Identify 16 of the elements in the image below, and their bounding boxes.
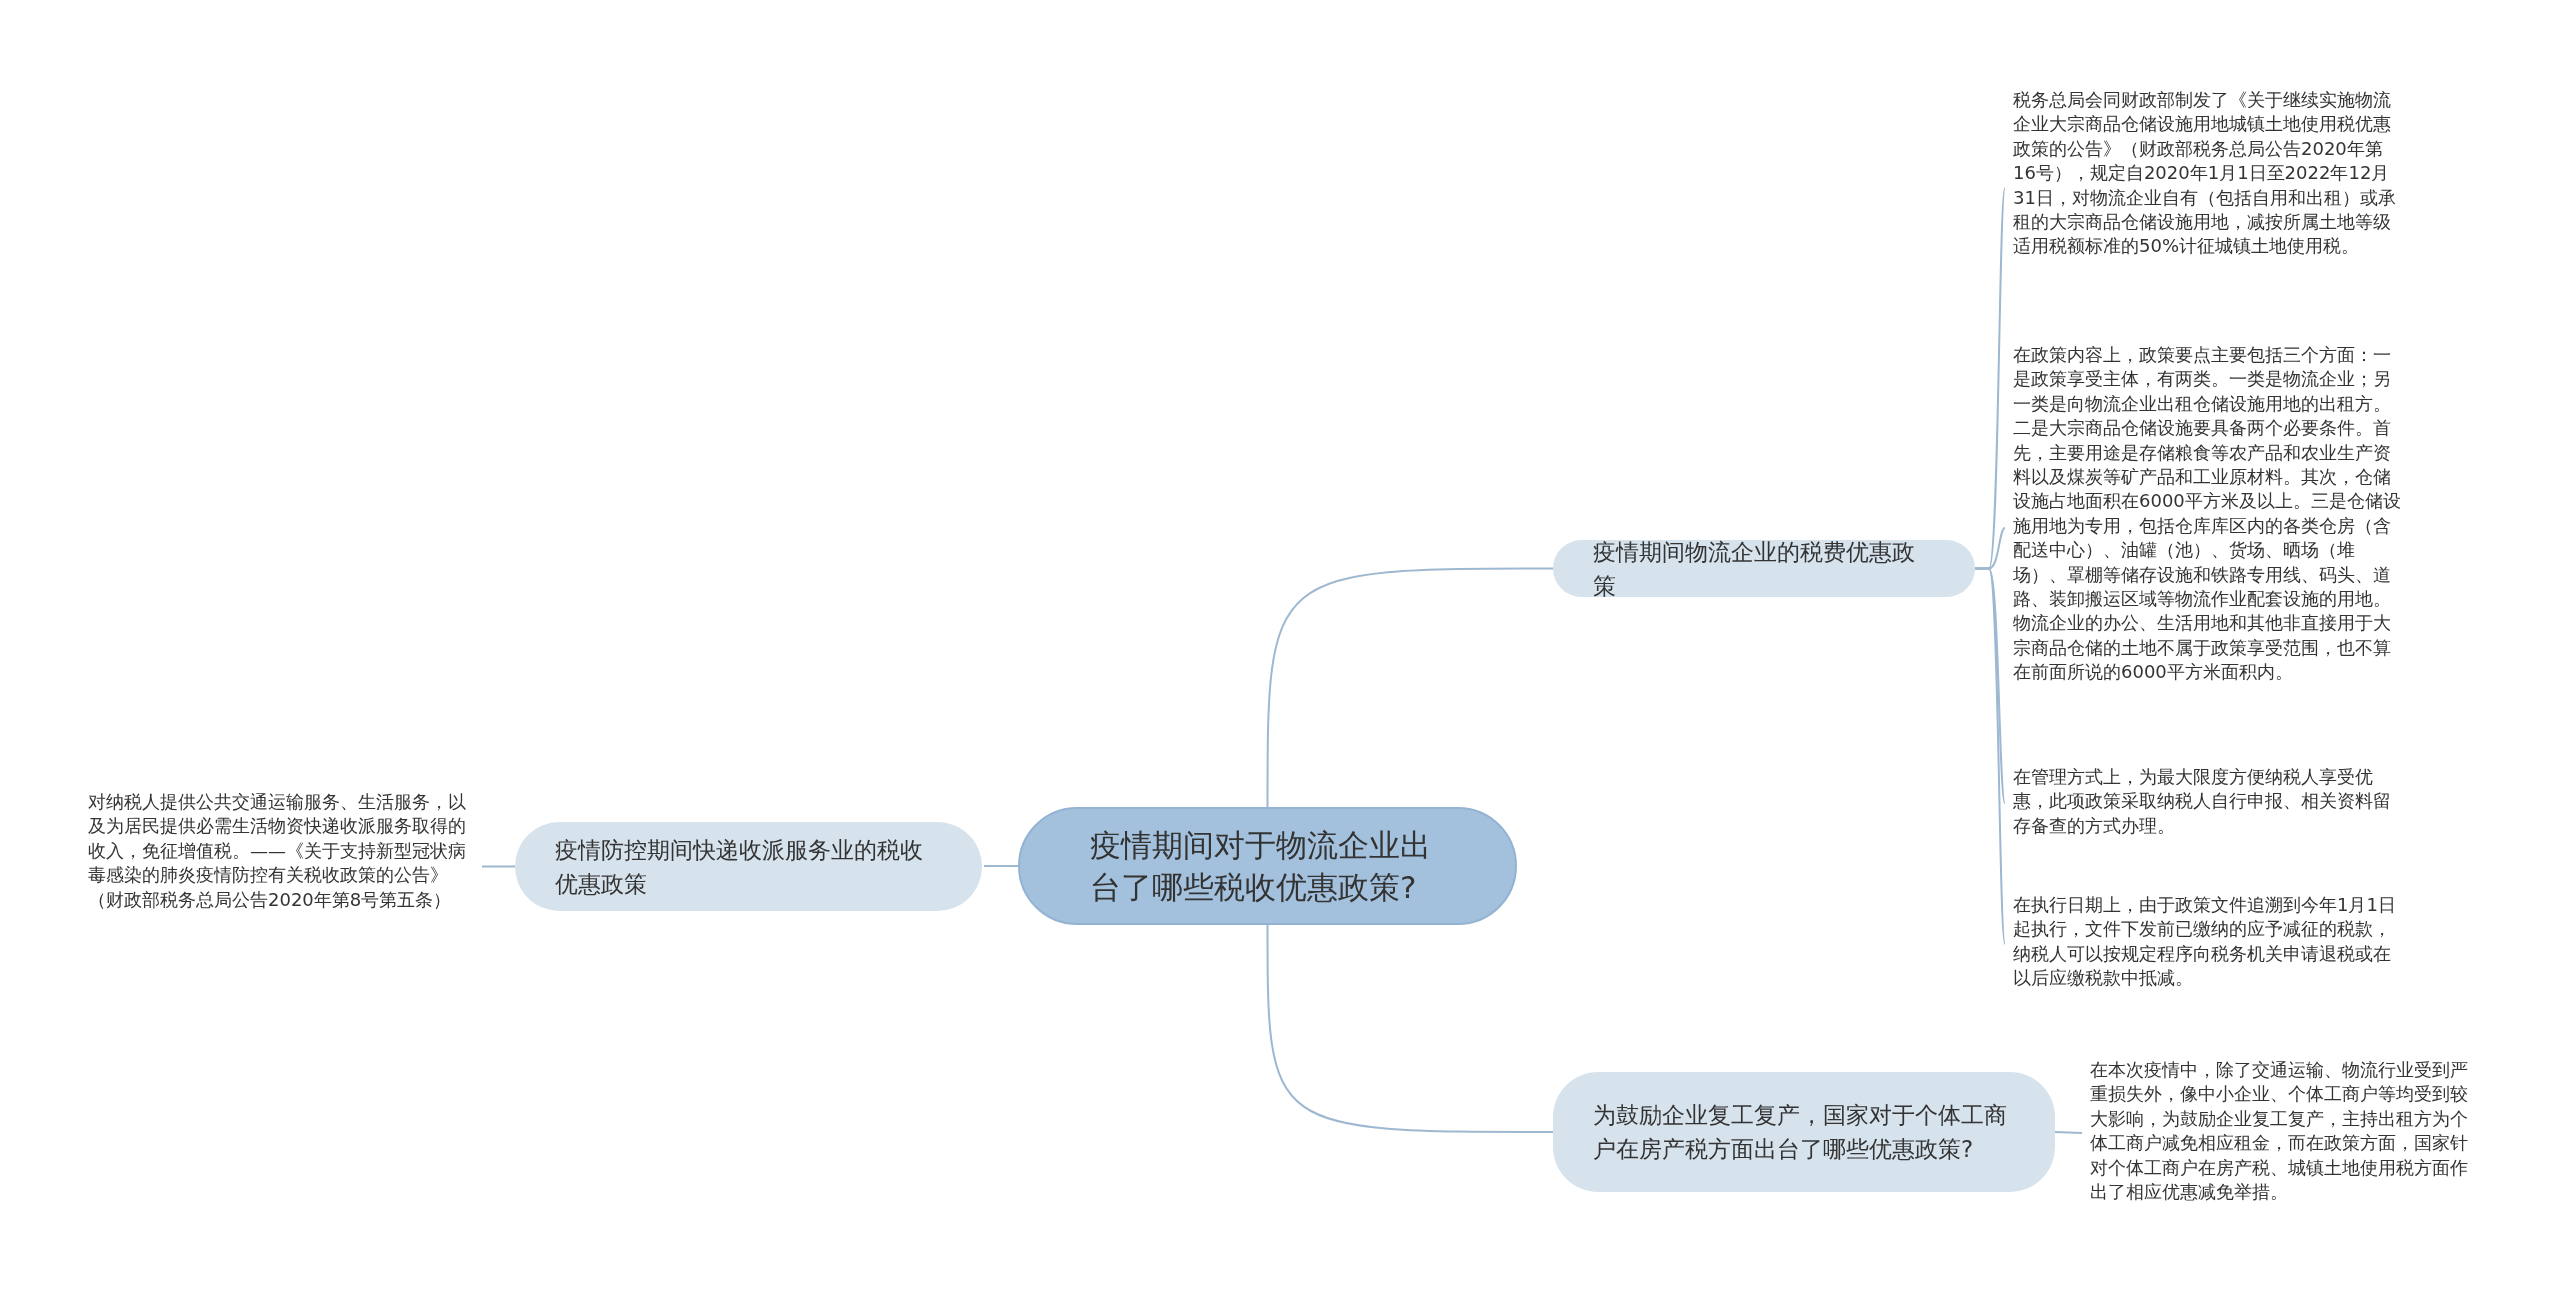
note-text: 税务总局会同财政部制发了《关于继续实施物流企业大宗商品仓储设施用地城镇土地使用税优惠政策的公告》（财政部税务总局公告2020年第16号），规定自2020年1月1日至2022年12月31日，对物流企业自有（包括自用和出租）或承租的大宗商品仓储设施用地，减按所属土地等级适用税额标准的50%计征城镇土地使用税。 [2013, 88, 2405, 259]
note-text: 对纳税人提供公共交通运输服务、生活服务，以及为居民提供必需生活物资快递收派服务取得的收入，免征增值税。——《关于支持新型冠状病毒感染的肺炎疫情防控有关税收政策的公告》（财政部税务总局公告2020年第8号第五条） [88, 790, 480, 913]
connector-line [983, 865, 1019, 867]
note-text: 在执行日期上，由于政策文件追溯到今年1月1日起执行，文件下发前已缴纳的应予减征的税款，纳税人可以按规定程序向税务机关申请退税或在以后应缴税款中抵减。 [2013, 893, 2405, 991]
central-topic-box: 疫情期间对于物流企业出台了哪些税收优惠政策? [1018, 807, 1517, 925]
note-text: 在管理方式上，为最大限度方便纳税人享受优惠，此项政策采取纳税人自行申报、相关资料留存备查的方式办理。 [2013, 765, 2405, 839]
note-text: 在政策内容上，政策要点主要包括三个方面：一是政策享受主体，有两类。一类是物流企业；另一类是向物流企业出租仓储设施用地的出租方。二是大宗商品仓储设施要具备两个必要条件。首先，主要用途是存储粮食等农产品和农业生产资料以及煤炭等矿产品和工业原材料。其次，仓储设施占地面积在6000平方米及以上。三是仓储设施用地为专用，包括仓库库区内的各类仓房（含配送中心）、油罐（池）、货场、晒场（堆场）、罩棚等储存设施和铁路专用线、码头、道路、装卸搬运区域等物流作业配套设施的用地。物流企业的办公、生活用地和其他非直接用于大宗商品仓储的土地不属于政策享受范围，也不算在前面所说的6000平方米面积内。 [2013, 343, 2405, 685]
note-text: 在本次疫情中，除了交通运输、物流行业受到严重损失外，像中小企业、个体工商户等均受到较大影响，为鼓励企业复工复产，主持出租方为个体工商户减免相应租金，而在政策方面，国家针对个体工商户在房产税、城镇土地使用税方面作出了相应优惠减免举措。 [2090, 1058, 2482, 1205]
connector-line [2054, 1131, 2083, 1134]
connector-line [1974, 567, 2006, 945]
connector-line [1266, 924, 1554, 1133]
connector-line [1266, 567, 1554, 808]
topic-box: 疫情期间物流企业的税费优惠政策 [1553, 540, 1975, 597]
connector-line [481, 865, 516, 868]
topic-box: 疫情防控期间快递收派服务业的税收优惠政策 [515, 822, 982, 911]
topic-box: 为鼓励企业复工复产，国家对于个体工商户在房产税方面出台了哪些优惠政策? [1553, 1072, 2055, 1192]
